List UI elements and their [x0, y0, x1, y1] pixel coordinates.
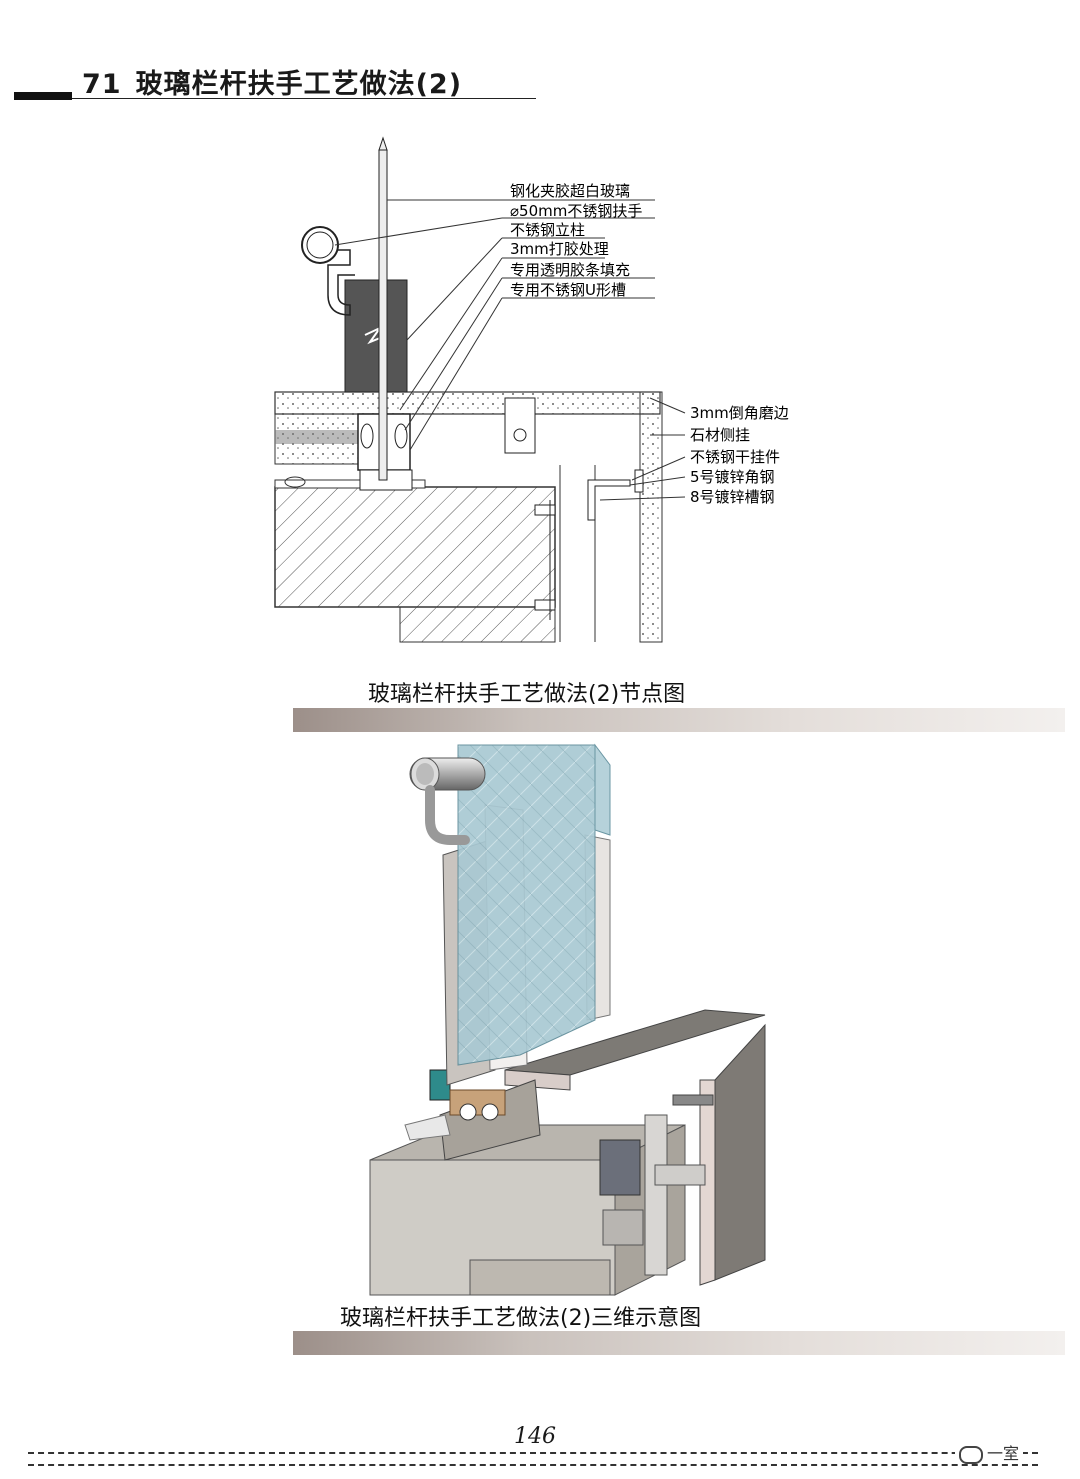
footer-dash-2	[28, 1464, 1038, 1466]
label-stone-hang: 石材侧挂	[690, 426, 750, 444]
glass-pane	[378, 149, 388, 481]
label-post: 不锈钢立柱	[510, 221, 585, 239]
label-glass: 钢化夹胶超白玻璃	[510, 182, 630, 200]
page-number: 146	[514, 1424, 556, 1449]
label-sealant: 3mm打胶处理	[510, 240, 609, 258]
concrete-lower	[399, 606, 556, 643]
wechat-icon	[959, 1445, 983, 1464]
watermark-text: 一室	[987, 1444, 1020, 1463]
label-handrail: ⌀50mm不锈钢扶手	[510, 202, 642, 220]
page-title: 71 玻璃栏杆扶手工艺做法(2)	[82, 62, 476, 101]
footer-dash-1	[28, 1452, 1038, 1454]
concrete-slab	[274, 486, 556, 608]
section-number: 71	[82, 69, 122, 100]
label-gasket: 专用透明胶条填充	[510, 261, 630, 279]
header-rule	[72, 98, 536, 99]
label-u-channel: 专用不锈钢U形槽	[510, 281, 626, 299]
header-bar	[14, 92, 72, 100]
detail-caption: 玻璃栏杆扶手工艺做法(2)节点图	[368, 682, 686, 707]
steel-post-block	[344, 279, 408, 393]
three-d-caption: 玻璃栏杆扶手工艺做法(2)三维示意图	[340, 1306, 702, 1331]
label-dry-hanger: 不锈钢干挂件	[690, 448, 780, 466]
label-chamfer: 3mm倒角磨边	[690, 404, 789, 422]
label-channel-steel: 8号镀锌槽钢	[690, 488, 775, 506]
side-cladding	[714, 1023, 766, 1281]
watermark: 一室	[955, 1440, 1024, 1464]
caption-bar-1	[293, 708, 1065, 732]
stone-top	[274, 391, 661, 415]
stone-cladding	[639, 391, 663, 643]
three-d-illustration	[369, 743, 766, 1296]
caption-bar-2	[293, 1331, 1065, 1355]
detail-drawing: 钢化夹胶超白玻璃 ⌀50mm不锈钢扶手 不锈钢立柱 3mm打胶处理 专用透明胶条…	[274, 136, 789, 643]
label-angle-steel: 5号镀锌角钢	[690, 468, 775, 486]
glass-panel	[457, 744, 596, 1066]
section-title: 玻璃栏杆扶手工艺做法(2)	[135, 69, 463, 100]
